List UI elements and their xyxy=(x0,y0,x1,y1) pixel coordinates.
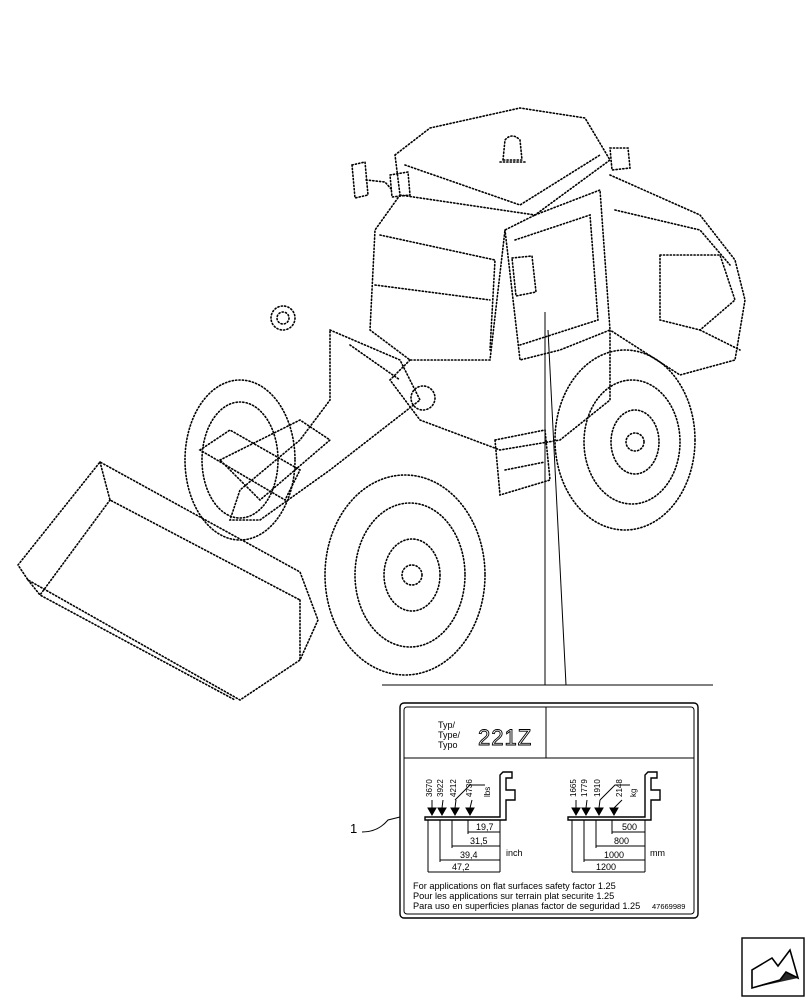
next-page-arrow-icon[interactable] xyxy=(741,937,805,997)
front-light xyxy=(270,305,436,411)
note-spanish: Para uso en superficies planas factor de… xyxy=(413,901,640,911)
rear-wheel xyxy=(554,349,696,531)
lbs-value-3: 4212 xyxy=(449,779,458,797)
bucket xyxy=(17,460,319,701)
lbs-unit: lbs xyxy=(483,787,492,797)
mm-dist-2: 800 xyxy=(614,836,629,846)
leader-lines xyxy=(382,312,713,686)
capacity-decal: Typ/ Type/ Typo 221Z 3670 3922 4212 4736… xyxy=(399,702,699,919)
callout-1: 1 xyxy=(350,816,401,836)
lbs-value-1: 3670 xyxy=(425,779,434,797)
inch-dist-4: 47,2 xyxy=(452,862,470,872)
mm-dist-3: 1000 xyxy=(604,850,624,860)
part-number: 47669989 xyxy=(652,902,685,911)
note-french: Pour les applications sur terrain plat s… xyxy=(413,891,614,901)
callout-number: 1 xyxy=(350,821,357,836)
lbs-value-4: 4736 xyxy=(465,779,474,797)
note-english: For applications on flat surfaces safety… xyxy=(413,881,616,891)
front-right-wheel xyxy=(324,474,486,676)
mm-dist-1: 500 xyxy=(622,822,637,832)
lbs-value-2: 3922 xyxy=(436,779,445,797)
mm-unit: mm xyxy=(650,848,665,858)
type-label-line-3: Typo xyxy=(438,740,458,750)
kg-value-4: 2148 xyxy=(615,779,624,797)
inch-unit: inch xyxy=(506,848,523,858)
lbs-capacity-chart: 3670 3922 4212 4736 lbs 19,7 31,5 39,4 xyxy=(424,771,523,873)
mm-dist-4: 1200 xyxy=(596,862,616,872)
front-left-wheel xyxy=(184,379,296,541)
inch-dist-1: 19,7 xyxy=(476,822,494,832)
model-name: 221Z xyxy=(478,725,532,750)
kg-unit: kg xyxy=(629,789,638,797)
kg-value-2: 1779 xyxy=(580,779,589,797)
kg-value-1: 1665 xyxy=(569,779,578,797)
kg-value-3: 1910 xyxy=(593,779,602,797)
type-label-line-1: Typ/ xyxy=(438,720,456,730)
inch-dist-3: 39,4 xyxy=(460,850,478,860)
left-mirror xyxy=(351,161,411,199)
inch-dist-2: 31,5 xyxy=(470,836,488,846)
kg-capacity-chart: 1665 1779 1910 2148 kg 500 800 1000 1200… xyxy=(567,771,665,873)
wheel-loader-illustration xyxy=(17,107,746,701)
type-label-line-2: Type/ xyxy=(438,730,461,740)
side-mirror xyxy=(511,255,537,297)
beacon-light xyxy=(499,135,527,163)
